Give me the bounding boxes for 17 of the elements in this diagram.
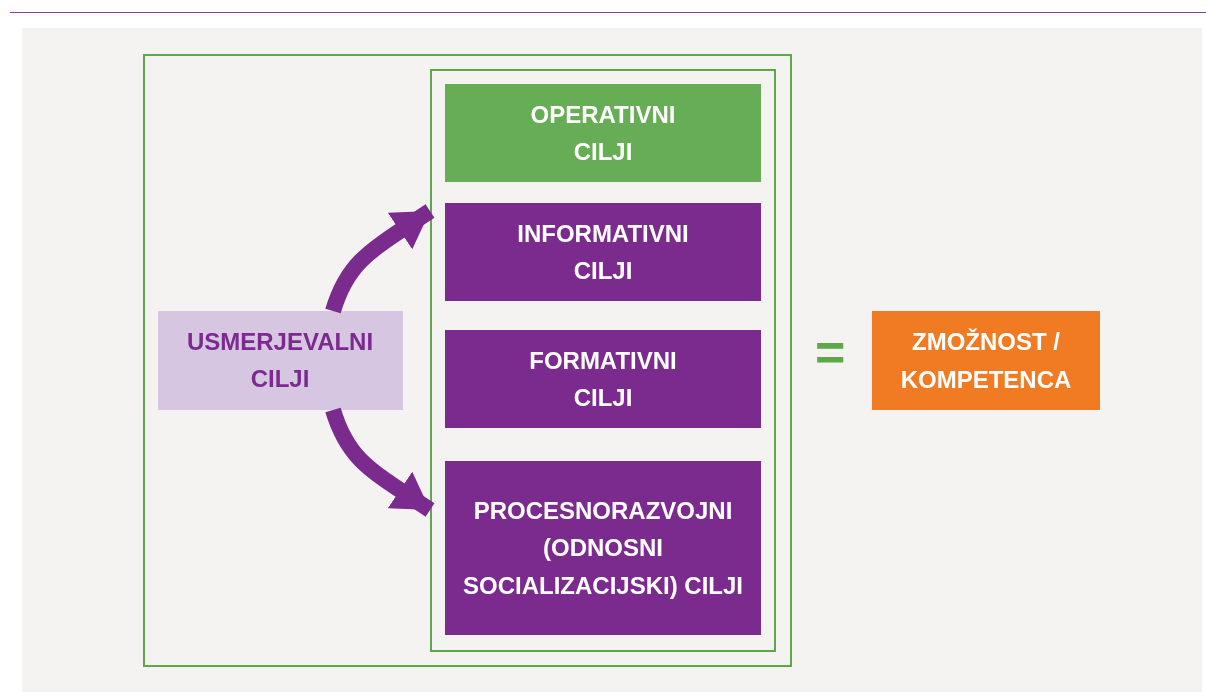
box-label: FORMATIVNI CILJI xyxy=(528,345,678,413)
curved-arrow xyxy=(325,407,435,517)
result-box xyxy=(872,311,1100,410)
outline-frame xyxy=(143,54,792,667)
label-box xyxy=(445,84,761,182)
outline-frame xyxy=(429,68,776,652)
equals-sign: = xyxy=(815,326,846,378)
label-box xyxy=(445,203,761,301)
box-label: ZMOŽNOST / KOMPETENCA xyxy=(899,327,1073,395)
curved-arrow xyxy=(325,204,435,314)
box-label: PROCESNORAZVOJNI (ODNOSNI SOCIALIZACIJSKI) CILJI xyxy=(462,496,744,601)
box-label: USMERJEVALNI CILJI xyxy=(185,326,375,394)
box-label: OPERATIVNI CILJI xyxy=(529,99,677,167)
label-box xyxy=(445,461,761,635)
box-label: INFORMATIVNI CILJI xyxy=(516,218,690,286)
label-box xyxy=(157,310,403,410)
label-box xyxy=(445,330,761,428)
